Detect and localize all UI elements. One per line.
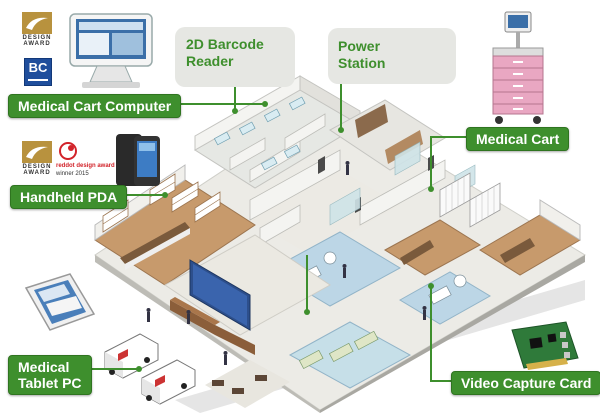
bc-badge-text: BC [28,60,48,75]
leader-dot-medical-cart [428,186,434,192]
leader-line-tablet [88,368,138,370]
power-station-label: Power Station [338,38,386,71]
design-award-text: DESIGN AWARD [22,164,52,176]
leader-dot-video [428,283,434,289]
design-award-badge-2: DESIGN AWARD [22,141,52,179]
barcode-reader-label: 2D Barcode Reader [186,36,264,69]
design-award-icon [22,12,52,34]
leader-dot-cart-computer [262,101,268,107]
leader-line-barcode [234,87,236,111]
leader-dot-tablet [136,366,142,372]
bc-badge: BC [24,58,52,86]
design-award-text: DESIGN AWARD [22,35,52,47]
reddot-award-badge: reddot design award winner 2015 [56,141,115,179]
design-award-badge-1: DESIGN AWARD [22,12,52,50]
label-medical-tablet-pc[interactable]: Medical Tablet PC [8,355,92,396]
leader-line-video [430,380,452,382]
leader-line-video-v [430,285,432,381]
leader-line-cart-computer [160,103,265,105]
leader-dot-power [338,127,344,133]
leader-line-medical-cart [430,136,470,138]
handheld-pda-image [116,134,160,186]
reddot-award-label: reddot design award [56,163,115,169]
label-medical-cart-computer[interactable]: Medical Cart Computer [8,94,182,119]
leader-line-power [340,84,342,130]
label-handheld-pda[interactable]: Handheld PDA [10,185,128,210]
barcode-reader-callout [175,27,295,87]
leader-dot-lobby [304,309,310,315]
leader-dot-pda [162,192,168,198]
medical-tablet-image [24,273,96,331]
power-station-callout [328,28,456,84]
video-capture-card-image [511,321,579,370]
reddot-award-winner: winner 2015 [56,171,89,177]
label-medical-cart[interactable]: Medical Cart [466,127,570,152]
leader-line-pda [104,194,164,196]
label-video-capture-card[interactable]: Video Capture Card [451,371,600,396]
leader-line-tablet-lobby [306,255,308,311]
medical-cart-computer-image [69,13,153,88]
leader-dot-barcode [232,108,238,114]
medical-cart-image [492,11,544,124]
reddot-icon [59,142,77,160]
design-award-icon [22,141,52,163]
leader-line-medical-cart-v [430,136,432,188]
